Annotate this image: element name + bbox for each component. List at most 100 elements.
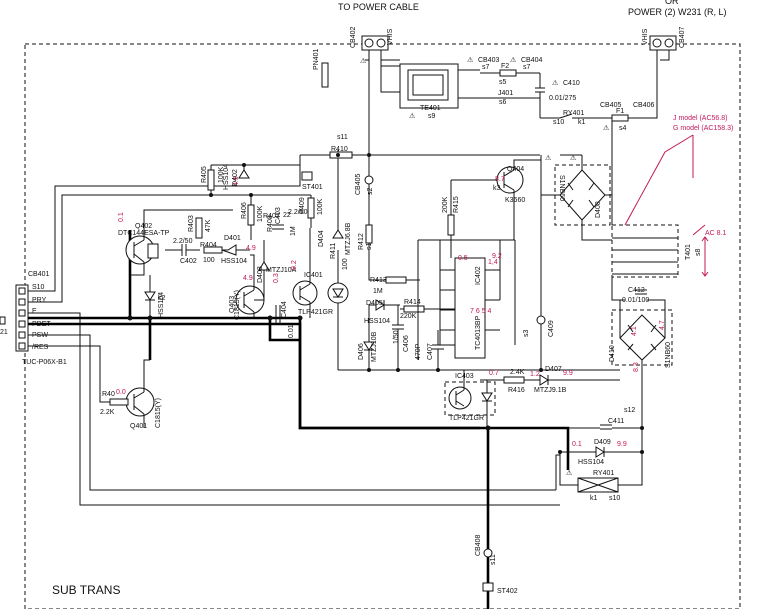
pin-pry: PRY [32, 297, 47, 304]
q403-label: Q403 [229, 296, 236, 313]
g-model-label: G model (AC158.3) [673, 125, 733, 132]
resistor-r403: R403 47K [188, 215, 212, 239]
r40-label: R40 [102, 391, 115, 398]
svg-text:s11: s11 [490, 554, 497, 565]
v-ic401: 0.2 [291, 260, 298, 270]
svg-text:⚠: ⚠ [566, 469, 572, 477]
cb402-label: CB402 [350, 26, 357, 48]
cap-c402: 2.2/50 C402 [165, 238, 200, 265]
r405-label: R405 [201, 166, 208, 183]
svg-text:⚠: ⚠ [409, 112, 415, 120]
r404v-label: 100 [203, 257, 215, 264]
d404-label: D404 [318, 230, 325, 247]
r407-label: R407 [263, 213, 280, 220]
c406-label: C406 [403, 335, 410, 352]
c403v-label: 2.2/50 [288, 209, 308, 216]
d401-label: D401 [224, 235, 241, 242]
sub-trans-label: SUB TRANS [52, 583, 120, 597]
cap-c406: C406 1/50 [392, 324, 410, 352]
s7b-label: s7 [523, 64, 531, 71]
s10a-label: s10 [553, 119, 564, 126]
label-power-or: OR [665, 0, 679, 6]
transistor-q401: Q401 C1815(Y) [125, 387, 162, 430]
svg-text:k2: k2 [158, 295, 166, 302]
c404-label: C404 [281, 301, 288, 318]
d405-label: D405 [366, 300, 383, 307]
c407-label: C407 [427, 343, 434, 360]
fuse-f1: F1 s4 ⚠ [603, 108, 629, 132]
stud-st401: ST401 [301, 171, 323, 191]
ic-ic402: IC402 TC4013BP [418, 239, 515, 359]
c410v-label: 0.01/275 [549, 95, 576, 102]
s9-label: s9 [428, 113, 436, 120]
diode-d402: D402 HSS104 [223, 164, 250, 190]
k3660-label: K3660 [505, 197, 525, 204]
connector-cb407: CB407 VHIS [642, 26, 686, 51]
cb401-label: CB401 [28, 271, 50, 278]
te401-label: TE401 [420, 105, 441, 112]
d410-label: D410 [609, 345, 616, 362]
j-model-label: J model (AC56.8) [673, 115, 727, 122]
c410-label: C410 [563, 80, 580, 87]
transformer-t401: T401 s8 [611, 224, 702, 278]
j401-label: J401 [498, 90, 513, 97]
diode-d401: D401 HSS104 [221, 235, 250, 265]
q404-label: Q404 [507, 166, 524, 173]
mtzj91b-label: MTZJ9.1B [534, 387, 567, 394]
stud-st402: ST402 [482, 582, 518, 595]
t401-label: T401 [685, 244, 692, 260]
diode-hss104e: HSS104 k2 [144, 291, 166, 318]
conn-type: TUC-P06X-B1 [22, 359, 67, 366]
c406v-label: 1/50 [393, 330, 400, 344]
cap-c412: C412 0.01/100 [622, 287, 649, 304]
ac81-label: AC 8.1 [705, 230, 727, 237]
svg-text:⚠: ⚠ [360, 57, 366, 65]
r415-label: R415 [453, 196, 460, 213]
d402-label: D402 [232, 169, 239, 186]
v-r40: 0.0 [116, 389, 126, 396]
st401-label: ST401 [302, 184, 323, 191]
c411-label: C411 [608, 418, 624, 425]
s6-label: s6 [499, 99, 507, 106]
r416v-label: 2.4K [510, 369, 525, 376]
v-q403: 4.9 [243, 275, 253, 282]
v-d410c: 4.7 [659, 320, 666, 330]
q401-label: Q401 [130, 423, 147, 430]
transistor-q403: Q403 C1815(Y) [229, 285, 265, 320]
d407-label: D407 [545, 366, 562, 373]
c404v-label: 0.01 [288, 324, 295, 338]
cb403-label: CB403 [478, 57, 500, 64]
bridge-d410: D410 S1NB60 [609, 309, 673, 368]
te401: TE401 s9 ⚠ [399, 63, 459, 120]
v-d401: 4.9 [246, 245, 256, 252]
mtz-label: MTZJ6.8B [345, 222, 352, 255]
resistor-r407: R407 22 [263, 212, 291, 220]
connector-cb402: CB402 VHIS [350, 26, 394, 51]
label-power-right: POWER (2) W231 (R, L) [628, 7, 727, 17]
ic401-label: IC401 [304, 272, 323, 279]
v-ic402b: 9.2 [492, 253, 502, 260]
cap-c403: C403 2.2/50 [272, 207, 308, 230]
optocoupler-ic401: IC401 TLP421GR [292, 272, 349, 316]
v-d410b: 8.3 [633, 362, 640, 372]
connector-cb401 [15, 284, 29, 352]
s5-label: s5 [499, 79, 507, 86]
v-d409b: 9.9 [617, 441, 627, 448]
s2-label: s2 [367, 188, 374, 196]
relay-ry401: RY401 k1 s10 ⚠ [566, 469, 620, 502]
ic402-label: IC402 [475, 266, 482, 285]
cb408-label: CB408 [475, 534, 482, 556]
s3-label: s3 [523, 330, 530, 338]
d409-label: D409 [594, 439, 611, 446]
r409v-label: 100K [317, 198, 324, 215]
d408-label: D408 [595, 201, 602, 218]
svg-text:⚠: ⚠ [603, 124, 609, 132]
mtzja-label: MTZJ10A [266, 267, 297, 274]
sinb60-label: S1NB60 [665, 342, 672, 368]
pin-s10: S10 [32, 284, 45, 291]
sine60-label: S1NB60 [558, 175, 565, 201]
s12-label: s12 [624, 407, 635, 414]
r408-label: R408 [267, 215, 274, 232]
r404-label: R404 [200, 242, 217, 249]
